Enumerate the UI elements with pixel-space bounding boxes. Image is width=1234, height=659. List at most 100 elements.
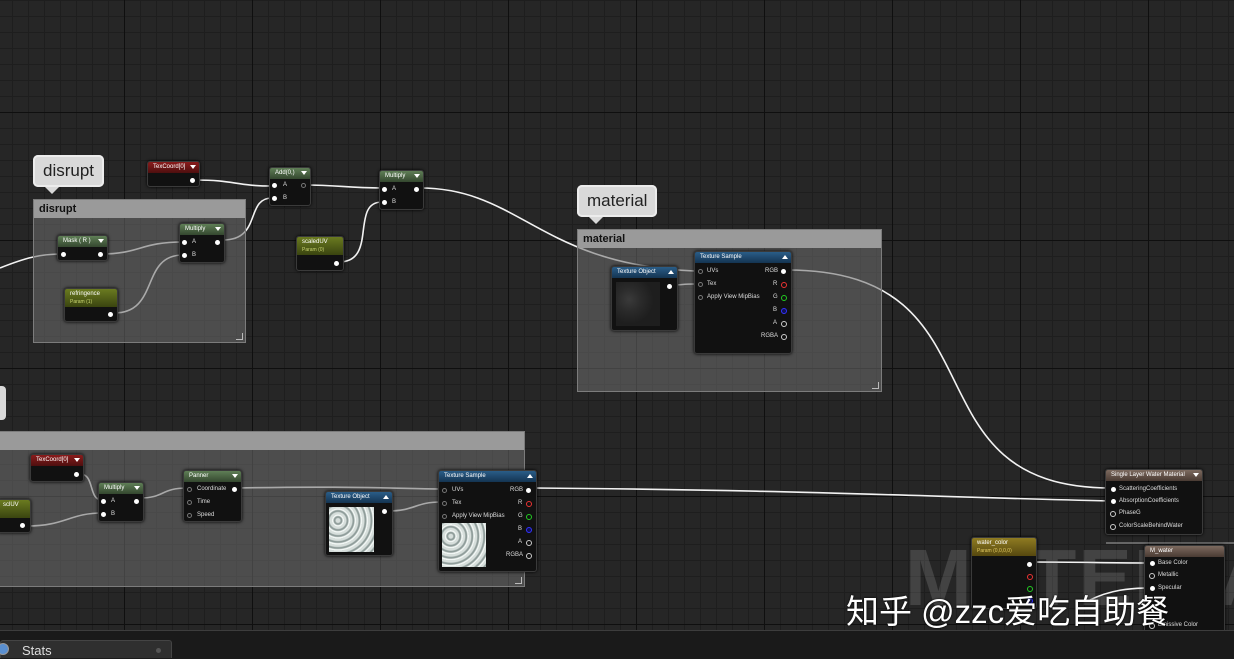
output-pin-b[interactable] — [1027, 598, 1033, 604]
comment-bubble-disrupt[interactable]: disrupt — [33, 155, 105, 194]
node-scaled-uv[interactable]: scaledUV Param (0) — [296, 236, 344, 271]
output-pin[interactable] — [108, 312, 113, 317]
node-title: TexCoord[0] — [36, 457, 69, 463]
resize-handle[interactable] — [515, 577, 522, 584]
output-pin[interactable] — [20, 523, 25, 528]
input-pin-mip[interactable] — [698, 295, 703, 300]
output-pin-b[interactable] — [526, 527, 532, 533]
input-pin-scattering[interactable] — [1111, 487, 1116, 492]
input-pin-base-color[interactable] — [1150, 561, 1155, 566]
node-left-param[interactable]: sclUV — [0, 499, 31, 533]
stats-tab[interactable]: Stats — [0, 640, 172, 658]
input-pin-emissive[interactable] — [1149, 623, 1155, 629]
input-pin-a[interactable] — [382, 187, 387, 192]
resize-handle[interactable] — [236, 333, 243, 340]
input-pin-colorscale[interactable] — [1110, 524, 1116, 530]
input-pin-absorption[interactable] — [1111, 499, 1116, 504]
node-header: sclUV — [0, 500, 30, 518]
output-pin[interactable] — [334, 261, 339, 266]
output-pin[interactable] — [98, 252, 103, 257]
input-pin-time[interactable] — [187, 500, 192, 505]
node-single-layer-water-material[interactable]: Single Layer Water Material ScatteringCo… — [1105, 469, 1203, 535]
output-pin-r[interactable] — [781, 282, 787, 288]
close-icon[interactable] — [156, 648, 161, 653]
node-water-color[interactable]: water_color Param (0,0,0,0) — [971, 537, 1037, 609]
input-pin-b[interactable] — [101, 512, 106, 517]
collapse-arrow-icon[interactable] — [301, 171, 307, 175]
node-texture-object-top[interactable]: Texture Object — [611, 266, 678, 331]
collapse-arrow-icon[interactable] — [190, 165, 196, 169]
output-pin[interactable] — [232, 487, 237, 492]
input-pin-uvs[interactable] — [442, 488, 447, 493]
node-texture-sample-bottom[interactable]: Texture Sample UVs Tex Apply View MipBia… — [438, 470, 537, 572]
input-pin[interactable] — [61, 252, 66, 257]
collapse-arrow-icon[interactable] — [1193, 473, 1199, 477]
output-pin-rgba[interactable] — [781, 334, 787, 340]
output-pin-g[interactable] — [1027, 586, 1033, 592]
collapse-arrow-icon[interactable] — [215, 227, 221, 231]
node-multiply-disrupt[interactable]: Multiply A B — [179, 223, 225, 263]
collapse-arrow-icon[interactable] — [527, 474, 533, 478]
collapse-arrow-icon[interactable] — [782, 255, 788, 259]
output-pin-g[interactable] — [526, 514, 532, 520]
comment-box-bottom[interactable] — [0, 431, 525, 587]
comment-bubble-material[interactable]: material — [577, 185, 658, 224]
node-texture-sample-top[interactable]: Texture Sample UVs Tex Apply View MipBia… — [694, 251, 792, 354]
pin-label: R — [518, 500, 523, 506]
output-pin[interactable] — [215, 240, 220, 245]
collapse-arrow-icon[interactable] — [74, 458, 80, 462]
comment-bubble-partial[interactable] — [0, 386, 6, 420]
output-pin-b[interactable] — [781, 308, 787, 314]
node-m-water[interactable]: M_water Base Color Metallic Specular Emi… — [1144, 545, 1225, 635]
input-pin-metallic[interactable] — [1149, 573, 1155, 579]
output-pin[interactable] — [301, 183, 306, 188]
input-pin-a[interactable] — [101, 499, 106, 504]
pin-label: B — [392, 199, 397, 205]
collapse-arrow-icon[interactable] — [383, 495, 389, 499]
input-pin-a[interactable] — [272, 183, 277, 188]
collapse-arrow-icon[interactable] — [98, 239, 104, 243]
node-texture-object-bottom[interactable]: Texture Object — [325, 491, 393, 556]
node-panner[interactable]: Panner Coordinate Time Speed — [183, 470, 242, 522]
resize-handle[interactable] — [872, 382, 879, 389]
collapse-arrow-icon[interactable] — [232, 474, 238, 478]
output-pin[interactable] — [414, 187, 419, 192]
node-mask[interactable]: Mask ( R ) — [57, 235, 108, 261]
output-pin-a[interactable] — [781, 321, 787, 327]
node-texcoord-bottom[interactable]: TexCoord[0] — [30, 454, 84, 482]
comment-title-bottom — [0, 432, 524, 450]
input-pin-a[interactable] — [182, 240, 187, 245]
collapse-arrow-icon[interactable] — [668, 270, 674, 274]
output-pin-rgba[interactable] — [526, 553, 532, 559]
input-pin-b[interactable] — [272, 196, 277, 201]
input-pin-mip[interactable] — [442, 514, 447, 519]
output-pin-rgba[interactable] — [1027, 562, 1032, 567]
node-add[interactable]: Add(0,) A B — [269, 167, 311, 206]
output-pin-r[interactable] — [526, 501, 532, 507]
output-pin[interactable] — [667, 284, 672, 289]
output-pin[interactable] — [190, 178, 195, 183]
output-pin-g[interactable] — [781, 295, 787, 301]
input-pin-tex[interactable] — [698, 282, 703, 287]
input-pin-b[interactable] — [382, 200, 387, 205]
node-texcoord-top[interactable]: TexCoord[0] — [147, 161, 200, 187]
input-pin-tex[interactable] — [442, 501, 447, 506]
node-multiply-bottom[interactable]: Multiply A B — [98, 482, 144, 522]
input-pin-b[interactable] — [182, 253, 187, 258]
input-pin-phase[interactable] — [1110, 511, 1116, 517]
output-pin[interactable] — [382, 509, 387, 514]
output-pin-rgb[interactable] — [526, 488, 531, 493]
input-pin-speed[interactable] — [187, 513, 192, 518]
input-pin-uvs[interactable] — [698, 269, 703, 274]
node-refringence[interactable]: refringence Param (1) — [64, 288, 118, 322]
collapse-arrow-icon[interactable] — [134, 486, 140, 490]
collapse-arrow-icon[interactable] — [414, 174, 420, 178]
output-pin-a[interactable] — [526, 540, 532, 546]
output-pin[interactable] — [74, 472, 79, 477]
output-pin-r[interactable] — [1027, 574, 1033, 580]
output-pin[interactable] — [134, 499, 139, 504]
output-pin-rgb[interactable] — [781, 269, 786, 274]
input-pin-specular[interactable] — [1150, 586, 1155, 591]
input-pin-coordinate[interactable] — [187, 487, 192, 492]
node-multiply-top[interactable]: Multiply A B — [379, 170, 424, 210]
